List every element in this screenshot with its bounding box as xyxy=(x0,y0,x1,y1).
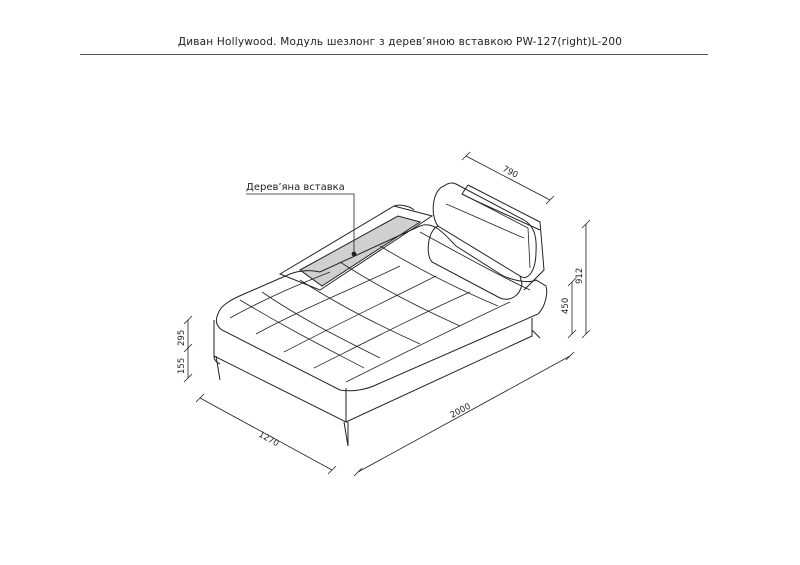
dim-155: 155 xyxy=(177,358,187,374)
callout-label: Дерев’яна вставка xyxy=(246,182,345,193)
backrest xyxy=(461,184,545,291)
legs xyxy=(215,329,541,447)
dim-2000: 2000 xyxy=(449,402,473,421)
dim-912: 912 xyxy=(575,268,585,284)
armrest xyxy=(278,204,434,291)
dim-450: 450 xyxy=(561,298,571,314)
dimension-912: 912 xyxy=(575,219,591,339)
seat-body xyxy=(213,318,533,423)
dim-295: 295 xyxy=(177,330,187,346)
dimension-2000: 2000 xyxy=(353,351,575,477)
dimension-left: 295 155 xyxy=(177,315,193,383)
title-rule xyxy=(80,54,708,55)
drawing-title: Диван Hollywood. Модуль шезлонг з дерев’… xyxy=(177,36,623,48)
seat-top xyxy=(215,224,548,392)
back-pillow xyxy=(427,182,537,300)
dimension-450: 450 xyxy=(561,277,577,339)
dim-790: 790 xyxy=(500,164,519,180)
dimension-790: 790 xyxy=(461,151,555,205)
callout: Дерев’яна вставка xyxy=(246,182,357,257)
wood-insert xyxy=(299,215,422,287)
dim-1270: 1270 xyxy=(257,430,281,449)
